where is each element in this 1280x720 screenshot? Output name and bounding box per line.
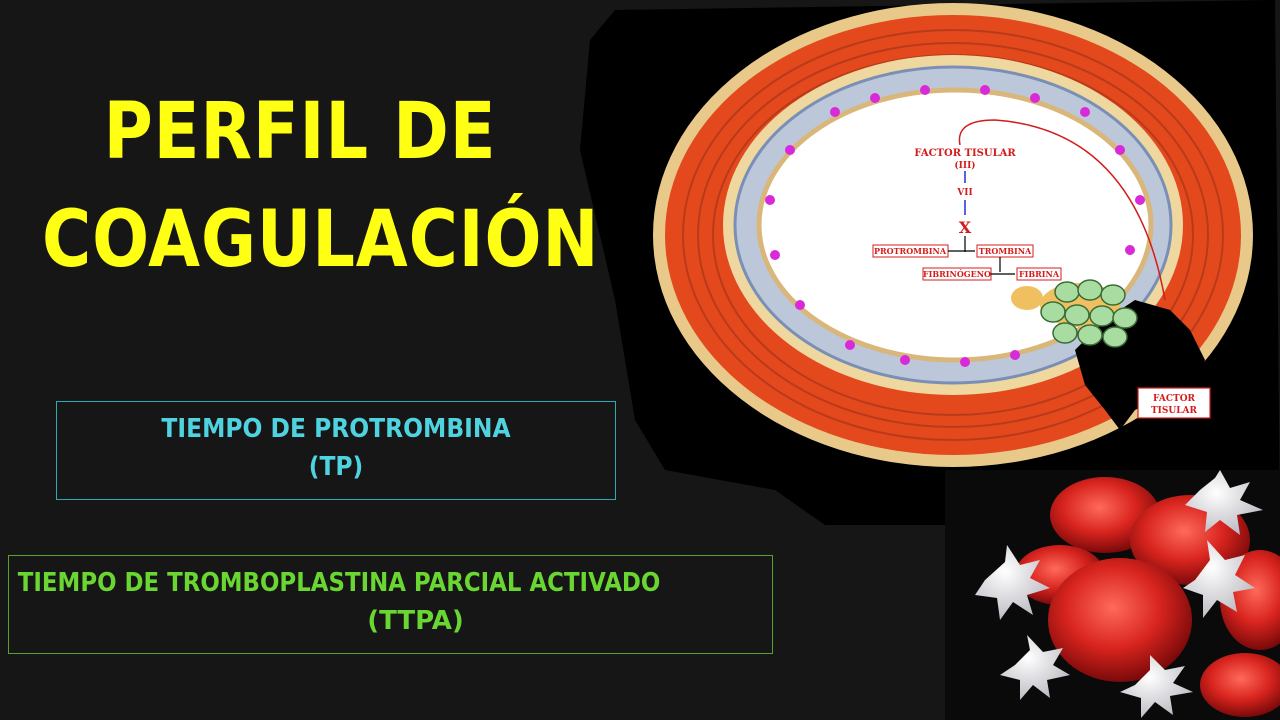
trombina-label: TROMBINA [979, 246, 1032, 256]
title-line-2: COAGULACIÓN [42, 195, 600, 285]
factor-x-label: X [959, 218, 972, 237]
factor-tisular-side-line1: FACTOR [1153, 394, 1196, 404]
factor-vii-label: VII [956, 188, 972, 198]
page-title: PERFIL DE COAGULACIÓN [42, 78, 600, 294]
factor-tisular-side-line2: TISULAR [1151, 406, 1198, 416]
tissue-factor-blob [1011, 286, 1043, 310]
protrombina-label: PROTROMBINA [874, 246, 947, 256]
factor-tisular-label: FACTOR TISULAR [914, 148, 1016, 159]
vessel-coagulation-diagram: FACTOR TISULAR (III) VII X PROTROMBINA T… [580, 0, 1280, 525]
tp-label: TIEMPO DE PROTROMBINA [161, 414, 511, 444]
tp-box[interactable]: TIEMPO DE PROTROMBINA (TP) [56, 401, 616, 500]
platelets [975, 470, 1263, 718]
ttpa-box[interactable]: TIEMPO DE TROMBOPLASTINA PARCIAL ACTIVAD… [8, 555, 773, 654]
platelet-cluster [1040, 279, 1138, 348]
red-blood-cell [1048, 558, 1192, 682]
tp-abbrev: (TP) [308, 452, 364, 482]
factor-iii-label: (III) [954, 160, 975, 171]
endothelial-nuclei [765, 85, 1145, 367]
ttpa-abbrev: (TTPA) [367, 606, 464, 636]
tissue-factor-arrow [958, 119, 1166, 301]
fibrinogeno-label: FIBRINÓGENO [923, 269, 991, 279]
red-blood-cell [1200, 653, 1280, 717]
ttpa-label: TIEMPO DE TROMBOPLASTINA PARCIAL ACTIVAD… [17, 568, 661, 598]
title-line-1: PERFIL DE [103, 87, 497, 177]
blood-cells-image [945, 470, 1280, 720]
fibrina-label: FIBRINA [1019, 269, 1060, 279]
